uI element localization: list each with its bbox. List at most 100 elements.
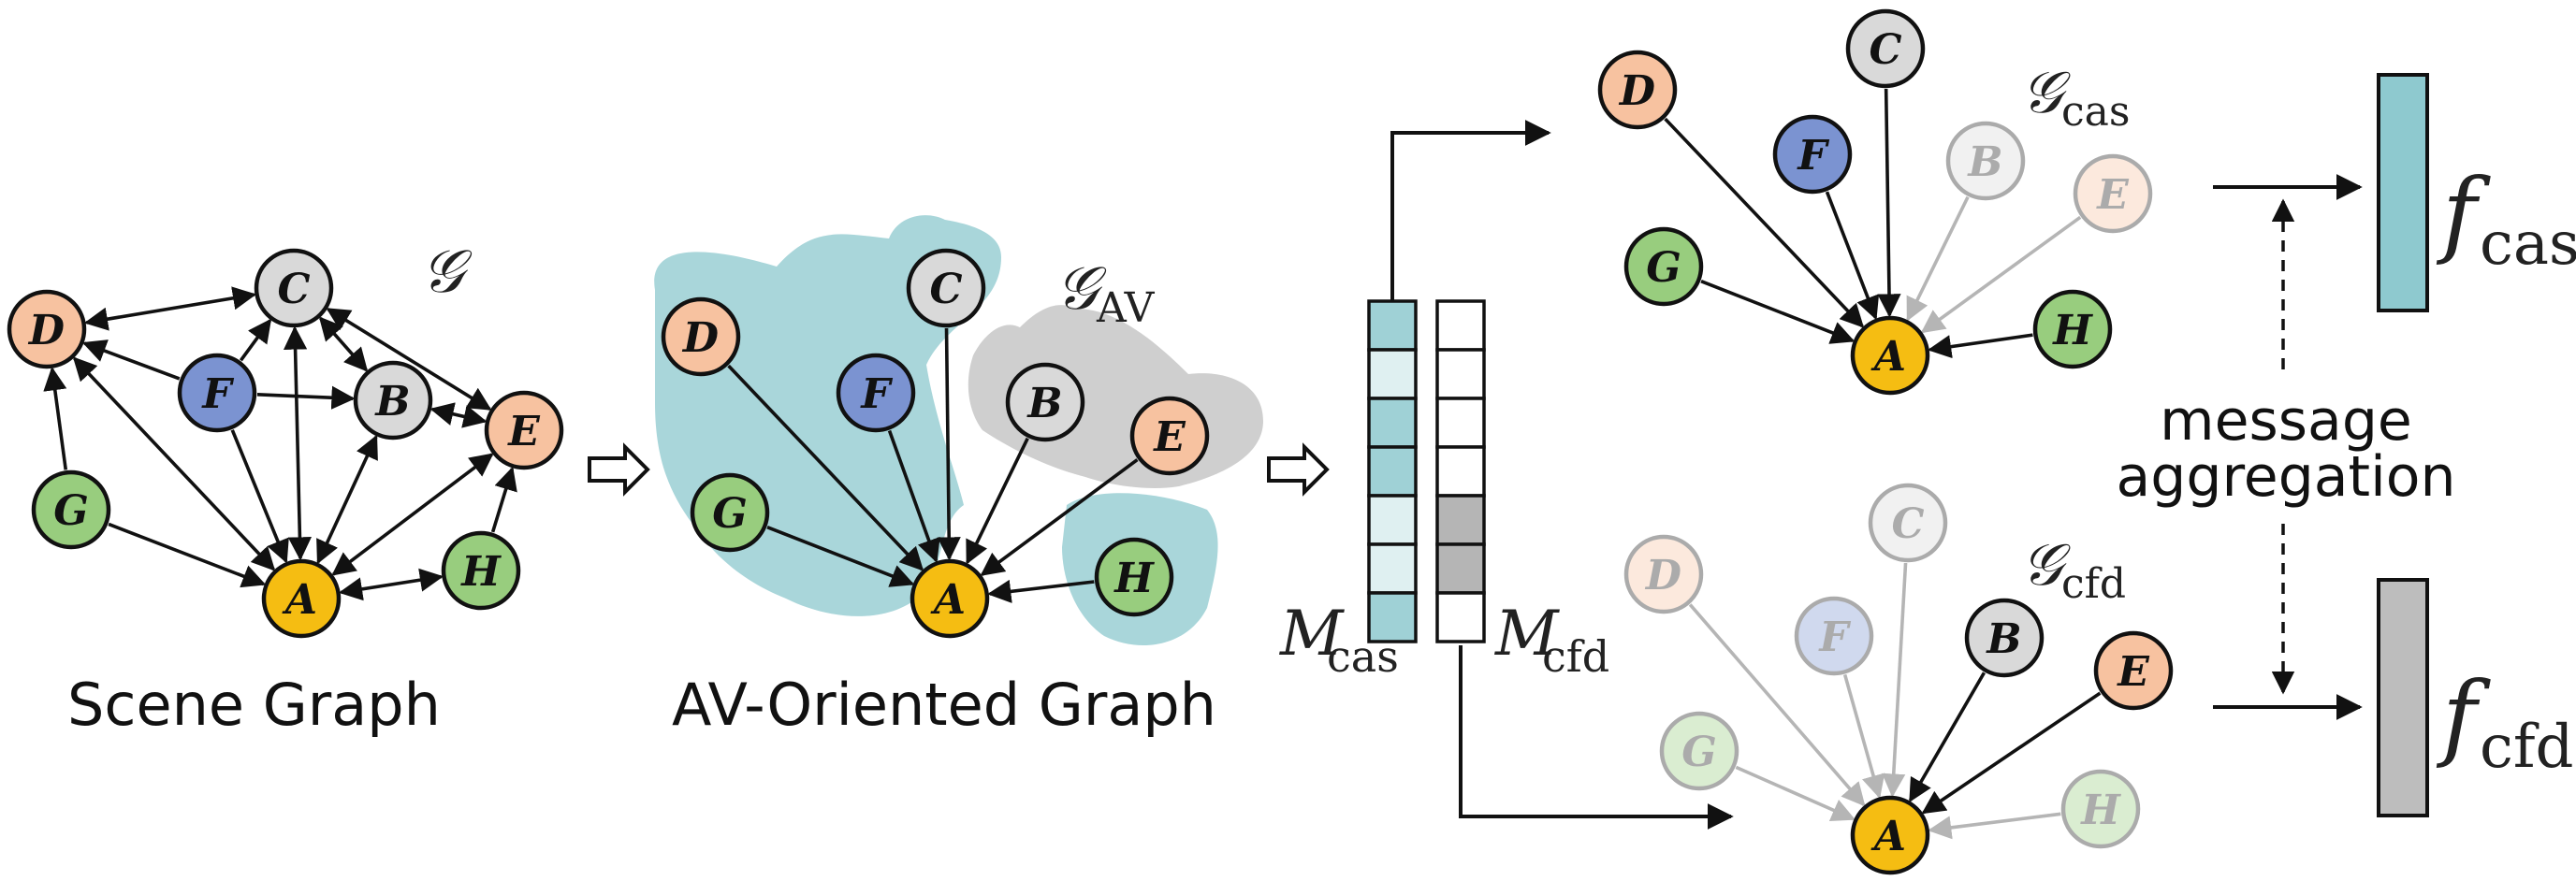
node-E-label: E: [1152, 413, 1186, 461]
node-C: C: [1845, 8, 1926, 89]
edge-D-A: [1688, 603, 1866, 807]
node-H: H: [1094, 537, 1174, 617]
node-F: F: [1772, 114, 1853, 195]
edge-E-A: [1921, 691, 2102, 815]
mask-cas-cell: [1367, 591, 1418, 643]
edge-G-A: [108, 522, 267, 588]
node-C-label: C: [929, 266, 962, 313]
node-G: G: [1659, 711, 1739, 791]
node-E: E: [2093, 630, 2174, 711]
av-oriented-graph-panel: A B C D E F G H: [661, 248, 1210, 639]
node-B: B: [1945, 121, 2026, 201]
mask-cas-cell: [1367, 397, 1418, 449]
node-A: A: [910, 558, 990, 639]
node-F-label: F: [200, 370, 234, 418]
edge-B-A: [316, 434, 378, 565]
node-H-label: H: [2051, 307, 2093, 354]
node-H-label: H: [459, 548, 502, 596]
route-to-causal-graph: [1390, 120, 1551, 301]
feature-cfd-label-subscript: cfd: [2480, 713, 2574, 782]
node-F-label: F: [1817, 614, 1851, 661]
node-G-label: G: [53, 487, 89, 535]
mask-cfd-cell: [1435, 542, 1486, 595]
mask-cas-cell: [1367, 445, 1418, 498]
node-F: F: [177, 353, 257, 433]
node-D: D: [7, 289, 87, 369]
node-B-label: B: [373, 378, 410, 426]
edge-C-A: [1877, 88, 1901, 318]
node-G: G: [31, 469, 111, 550]
graph-symbol-g-cas-subscript: cas: [2061, 88, 2130, 136]
node-B-label: B: [1985, 615, 2021, 663]
node-C-label: C: [277, 266, 310, 313]
node-C-label: C: [1869, 26, 1901, 74]
edge-D-C: [83, 286, 257, 331]
edge-E-A: [1920, 215, 2082, 334]
node-E-label: E: [506, 408, 541, 455]
node-D-label: D: [27, 307, 65, 354]
node-B: B: [1005, 362, 1085, 442]
edge-F-C: [239, 318, 272, 362]
edge-E-A: [331, 453, 494, 576]
node-G: G: [1623, 226, 1704, 307]
mask-cfd-cell: [1435, 299, 1486, 352]
node-F-label: F: [859, 370, 893, 418]
edge-B-A: [966, 437, 1029, 565]
node-D: D: [1597, 50, 1678, 130]
edge-G-A: [1735, 765, 1856, 822]
mask-cas-cell: [1367, 299, 1418, 352]
edge-B-A: [1908, 672, 1987, 802]
edge-H-A: [1928, 812, 2061, 840]
node-E: E: [2073, 153, 2153, 234]
mask-cas-cell: [1367, 494, 1418, 546]
mask-cas-cell: [1367, 542, 1418, 595]
node-B: B: [1964, 598, 2045, 678]
node-A-label: A: [1870, 813, 1906, 860]
edge-H-A: [1928, 333, 2033, 359]
edge-F-A: [230, 429, 289, 564]
node-E-label: E: [2095, 171, 2130, 219]
edge-H-E: [490, 466, 517, 533]
message-aggregation-label-line1: message: [2160, 388, 2412, 454]
transition-arrow-1: [588, 442, 650, 497]
node-D-label: D: [1618, 67, 1655, 115]
node-A: A: [1850, 315, 1930, 396]
node-E: E: [1129, 396, 1210, 476]
scene-graph-caption: Scene Graph: [67, 671, 441, 739]
mask-cfd-cell: [1435, 348, 1486, 400]
node-F: F: [836, 353, 916, 433]
edge-G-D: [43, 367, 68, 470]
node-D-label: D: [1644, 552, 1681, 599]
edge-F-A: [1825, 191, 1880, 321]
edge-D-A: [72, 356, 276, 571]
edge-F-B: [256, 385, 356, 410]
node-H-label: H: [1113, 555, 1155, 602]
edge-C-A: [937, 327, 961, 561]
edge-G-A: [766, 525, 915, 587]
node-A-label: A: [1870, 333, 1906, 381]
node-A-label: A: [930, 576, 966, 624]
mask-cfd-cell: [1435, 494, 1486, 546]
edge-B-E: [429, 402, 488, 428]
edge-C-B: [318, 316, 369, 372]
message-aggregation-label-line2: aggregation: [2117, 444, 2456, 510]
mask-cfd-cell: [1435, 397, 1486, 449]
graph-symbol-g-av-subscript: AV: [1096, 284, 1156, 332]
node-A: A: [1850, 795, 1930, 875]
node-G: G: [690, 472, 770, 553]
feature-cas-bar: [2377, 73, 2429, 312]
node-F: F: [1794, 596, 1874, 676]
mask-cfd-cell: [1435, 445, 1486, 498]
node-H: H: [441, 530, 521, 611]
mask-cfd-label: M: [1494, 598, 1560, 670]
node-F-label: F: [1796, 132, 1829, 180]
edge-D-A: [727, 364, 924, 571]
mask-cas-cell: [1367, 348, 1418, 400]
edge-D-A: [1664, 117, 1865, 328]
node-E: E: [484, 390, 564, 470]
edge-C-A: [283, 325, 313, 561]
node-D-label: D: [681, 314, 719, 362]
